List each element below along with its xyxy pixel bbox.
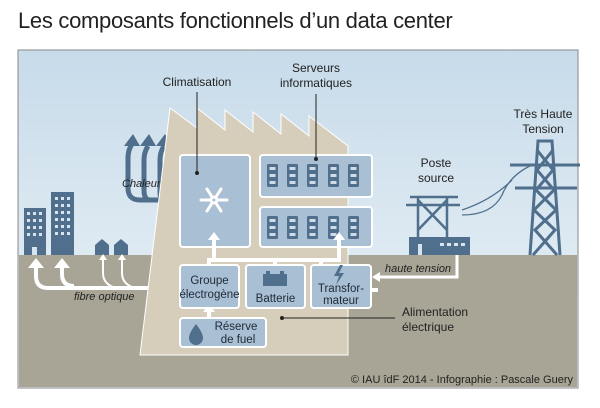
serveurs-label: Serveurs: [292, 61, 340, 75]
haute-tension-label: haute tension: [385, 263, 451, 275]
leader-lines: [196, 92, 395, 319]
snowflake-icon: [199, 187, 229, 213]
batterie-box: [245, 264, 306, 309]
battery-icon: [263, 271, 287, 286]
tres-haute-label: Très Haute: [514, 107, 573, 121]
credit: © IAU îdF 2014 - Infographie : Pascale G…: [351, 374, 574, 386]
batterie-label: Batterie: [256, 293, 296, 305]
pylon-icon: [510, 139, 580, 256]
office-buildings-icon: [24, 192, 74, 255]
climatisation-label: Climatisation: [163, 75, 232, 89]
haute-tension-arrow: [374, 254, 459, 279]
alimentation-label: Alimentation: [402, 305, 468, 319]
poste-label: Poste: [421, 156, 452, 170]
poste-source-icon: [406, 164, 533, 237]
houses-icon: [95, 239, 128, 255]
tension-label: Tension: [522, 122, 563, 136]
groupe-electrogene-box: [179, 264, 240, 309]
lightning-icon: [334, 265, 344, 285]
mateur-label: mateur: [323, 295, 359, 307]
page-title: Les composants fonctionnels d’un data ce…: [18, 8, 453, 33]
fibre-optique-arrows: [34, 258, 170, 290]
transfor-label: Transfor-: [318, 283, 364, 295]
fibre-label: fibre optique: [74, 291, 135, 303]
electrique-label: électrique: [402, 320, 454, 334]
chaleur-label: Chaleur: [122, 178, 162, 190]
informatiques-label: informatiques: [280, 76, 352, 90]
de-fuel-label: de fuel: [221, 334, 256, 346]
reserve-label: Réserve: [215, 321, 258, 333]
source-label: source: [418, 171, 454, 185]
fuel-drop-icon: [189, 324, 203, 345]
electrogene-label: électrogène: [179, 289, 239, 301]
groupe-label: Groupe: [190, 275, 228, 287]
